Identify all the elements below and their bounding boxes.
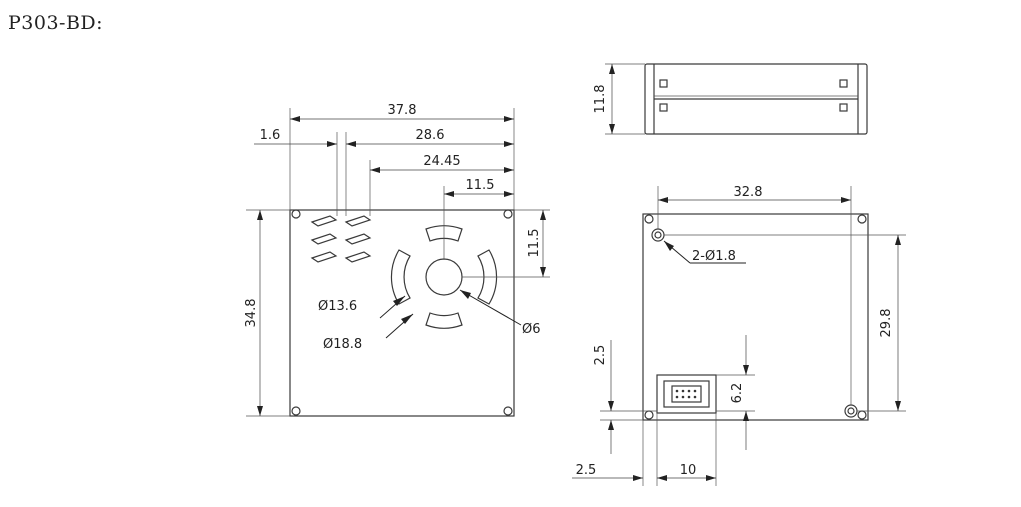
- dim-connector-width: 10: [680, 463, 697, 478]
- dim-connector-offset: 2.5: [593, 345, 608, 366]
- dim-overall-width: 37.8: [388, 103, 417, 118]
- front-extension-lines: [246, 108, 550, 417]
- fan-hub: [425, 258, 463, 296]
- latch-marks: [659, 79, 848, 112]
- vent-slots: [310, 215, 372, 263]
- back-view-outline: [642, 213, 869, 421]
- dim-connector-x: 2.5: [576, 463, 597, 478]
- front-view-outline: [289, 209, 515, 417]
- dim-hub-diameter: Ø6: [522, 322, 541, 337]
- back-dimension-lines: [572, 197, 901, 481]
- dim-thickness: 11.8: [593, 85, 608, 114]
- dim-offset-1-6: 1.6: [260, 128, 281, 143]
- corner-chamfers: [291, 209, 513, 416]
- dim-overall-height: 34.8: [244, 299, 259, 328]
- front-dimension-lines: [254, 116, 546, 416]
- mount-hole-top-left: [651, 228, 665, 242]
- back-corner-chamfers: [644, 214, 867, 420]
- dim-hole-span-y: 29.8: [879, 309, 894, 338]
- mount-hole-bottom-right: [844, 404, 858, 418]
- top-view-outline: [644, 63, 868, 135]
- top-view: 11.8: [593, 63, 868, 135]
- back-extension-lines: [600, 186, 906, 486]
- dim-fan-center-x: 11.5: [466, 178, 495, 193]
- dim-hole-span-x: 32.8: [734, 185, 763, 200]
- dim-connector-height: 6.2: [730, 383, 745, 404]
- back-view: 32.8 2-Ø1.8 29.8 2.5 6.2 2.5 10: [572, 185, 906, 486]
- connector: [656, 374, 717, 414]
- dim-offset-24-45: 24.45: [423, 154, 460, 169]
- dim-fan-center-y: 11.5: [527, 229, 542, 258]
- front-leaders: [379, 289, 522, 339]
- page-title: P303-BD:: [8, 12, 104, 34]
- dim-inner-ring-diameter: Ø13.6: [318, 299, 357, 314]
- dim-outer-ring-diameter: Ø18.8: [323, 337, 362, 352]
- dim-offset-28-6: 28.6: [416, 128, 445, 143]
- dim-mount-holes: 2-Ø1.8: [692, 249, 736, 264]
- front-view: 37.8 1.6 28.6 24.45 11.5 34.8 11.5 Ø13.6…: [244, 103, 550, 417]
